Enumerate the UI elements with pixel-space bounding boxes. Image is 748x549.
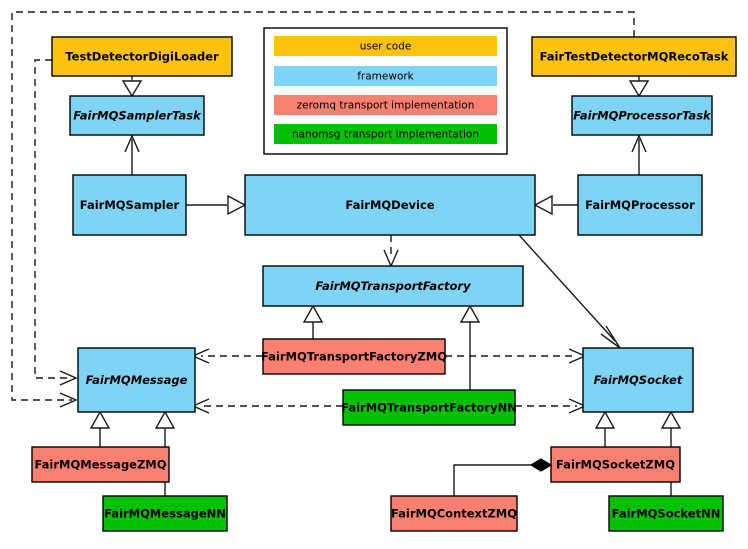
- class-name-FairTestDetectorMQRecoTask: FairTestDetectorMQRecoTask: [540, 50, 729, 64]
- node-layer: TestDetectorDigiLoader FairTestDetectorMQ…: [31, 36, 737, 532]
- class-node-FairMQContextZMQ[interactable]: FairMQContextZMQ: [390, 495, 518, 532]
- edge-sampler-samplertask: [124, 134, 140, 175]
- edge-digiloader-samplertask: [121, 76, 143, 98]
- edge-processor-processortask: [631, 134, 647, 175]
- class-name-FairMQMessage: FairMQMessage: [86, 373, 188, 387]
- class-box-FairTestDetectorMQRecoTask[interactable]: [531, 36, 737, 77]
- class-name-FairMQSocketNN: FairMQSocketNN: [612, 507, 721, 521]
- legend-label-user-code: user code: [360, 41, 412, 53]
- edge-contextzmq-socketzmq: [453, 458, 553, 496]
- class-name-FairMQProcessor: FairMQProcessor: [585, 198, 695, 212]
- class-node-FairTestDetectorMQRecoTask[interactable]: FairTestDetectorMQRecoTask: [531, 36, 737, 77]
- legend-item-user-code: user code: [274, 36, 497, 56]
- class-box-FairMQSampler[interactable]: [72, 174, 187, 236]
- class-name-FairMQDevice: FairMQDevice: [345, 198, 434, 212]
- class-name-FairMQSocket: FairMQSocket: [594, 373, 683, 387]
- legend-swatch-zeromq: [274, 95, 497, 115]
- legend-item-framework: framework: [274, 66, 497, 86]
- class-box-FairMQMessageZMQ[interactable]: [31, 446, 170, 483]
- class-name-FairMQMessageNN: FairMQMessageNN: [104, 507, 226, 521]
- edge-layer: [11, 11, 682, 496]
- edge-socketzmq-socket: [594, 410, 616, 447]
- class-box-FairMQSamplerTask[interactable]: [69, 95, 205, 136]
- class-name-FairMQTransportFactory: FairMQTransportFactory: [315, 279, 471, 293]
- class-name-FairMQSocketZMQ: FairMQSocketZMQ: [556, 458, 675, 472]
- class-name-FairMQSampler: FairMQSampler: [80, 198, 180, 212]
- class-node-FairMQSocketNN[interactable]: FairMQSocketNN: [608, 495, 724, 532]
- class-node-FairMQMessageNN[interactable]: FairMQMessageNN: [102, 495, 228, 532]
- class-box-FairMQProcessor[interactable]: [577, 174, 703, 236]
- edge-tfzmq-message: [191, 348, 263, 364]
- class-node-FairMQSamplerTask[interactable]: FairMQSamplerTask: [69, 95, 205, 136]
- class-box-FairMQDevice[interactable]: [244, 174, 536, 236]
- class-node-FairMQSocketZMQ[interactable]: FairMQSocketZMQ: [550, 446, 681, 483]
- legend-swatch-user-code: [274, 36, 497, 56]
- legend-item-nanomsg: nanomsg transport implementation: [274, 124, 497, 144]
- edge-device-transportfactory: [383, 235, 399, 268]
- legend-label-nanomsg: nanomsg transport implementation: [292, 129, 479, 141]
- class-box-FairMQTransportFactoryNN[interactable]: [342, 389, 516, 426]
- class-box-FairMQSocketZMQ[interactable]: [550, 446, 681, 483]
- edge-digiloader-to-message: [34, 59, 78, 386]
- edge-tfnn-socket: [515, 398, 587, 414]
- edge-recotask-processortask: [628, 76, 650, 98]
- legend: user code framework zeromq transport imp…: [263, 27, 508, 155]
- class-name-FairMQTransportFactoryZMQ: FairMQTransportFactoryZMQ: [261, 350, 447, 364]
- class-name-FairMQMessageZMQ: FairMQMessageZMQ: [34, 458, 166, 472]
- edge-messagezmq-message: [89, 410, 111, 447]
- class-node-FairMQTransportFactoryNN[interactable]: FairMQTransportFactoryNN: [341, 389, 517, 426]
- class-name-TestDetectorDigiLoader: TestDetectorDigiLoader: [65, 50, 219, 64]
- edge-tfnn-transportfactory: [459, 304, 481, 390]
- legend-swatch-nanomsg: [274, 124, 497, 144]
- class-node-FairMQSocket[interactable]: FairMQSocket: [582, 347, 694, 413]
- edge-recotask-to-message: [11, 11, 635, 408]
- class-node-FairMQTransportFactoryZMQ[interactable]: FairMQTransportFactoryZMQ: [261, 338, 447, 375]
- class-box-TestDetectorDigiLoader[interactable]: [51, 36, 233, 77]
- class-name-FairMQProcessorTask: FairMQProcessorTask: [573, 109, 712, 123]
- legend-label-framework: framework: [357, 71, 414, 83]
- edge-tfnn-message: [191, 398, 343, 414]
- edge-tfzmq-transportfactory: [302, 304, 324, 339]
- class-node-FairMQMessageZMQ[interactable]: FairMQMessageZMQ: [31, 446, 170, 483]
- class-node-FairMQProcessorTask[interactable]: FairMQProcessorTask: [571, 95, 713, 136]
- class-box-FairMQSocketNN[interactable]: [608, 495, 724, 532]
- legend-swatch-framework: [274, 66, 497, 86]
- edge-sampler-device: [186, 194, 247, 216]
- class-box-FairMQSocket[interactable]: [582, 347, 694, 413]
- class-name-FairMQContextZMQ: FairMQContextZMQ: [391, 507, 517, 521]
- class-node-TestDetectorDigiLoader[interactable]: TestDetectorDigiLoader: [51, 36, 233, 77]
- edge-processor-device: [533, 194, 578, 216]
- class-node-FairMQDevice[interactable]: FairMQDevice: [244, 174, 536, 236]
- edge-device-socket: [518, 234, 621, 349]
- class-box-FairMQMessage[interactable]: [77, 347, 196, 413]
- class-node-FairMQProcessor[interactable]: FairMQProcessor: [577, 174, 703, 236]
- class-name-FairMQSamplerTask: FairMQSamplerTask: [73, 109, 202, 123]
- edge-tfzmq-socket: [445, 348, 587, 364]
- class-box-FairMQTransportFactory[interactable]: [262, 265, 524, 307]
- class-node-FairMQMessage[interactable]: FairMQMessage: [77, 347, 196, 413]
- legend-item-zeromq: zeromq transport implementation: [274, 95, 497, 115]
- class-node-FairMQSampler[interactable]: FairMQSampler: [72, 174, 187, 236]
- class-node-FairMQTransportFactory[interactable]: FairMQTransportFactory: [262, 265, 524, 307]
- legend-label-zeromq: zeromq transport implementation: [297, 100, 475, 112]
- class-box-FairMQProcessorTask[interactable]: [571, 95, 713, 136]
- class-box-FairMQContextZMQ[interactable]: [390, 495, 518, 532]
- class-box-FairMQMessageNN[interactable]: [102, 495, 228, 532]
- class-box-FairMQTransportFactoryZMQ[interactable]: [262, 338, 446, 375]
- class-name-FairMQTransportFactoryNN: FairMQTransportFactoryNN: [341, 401, 517, 415]
